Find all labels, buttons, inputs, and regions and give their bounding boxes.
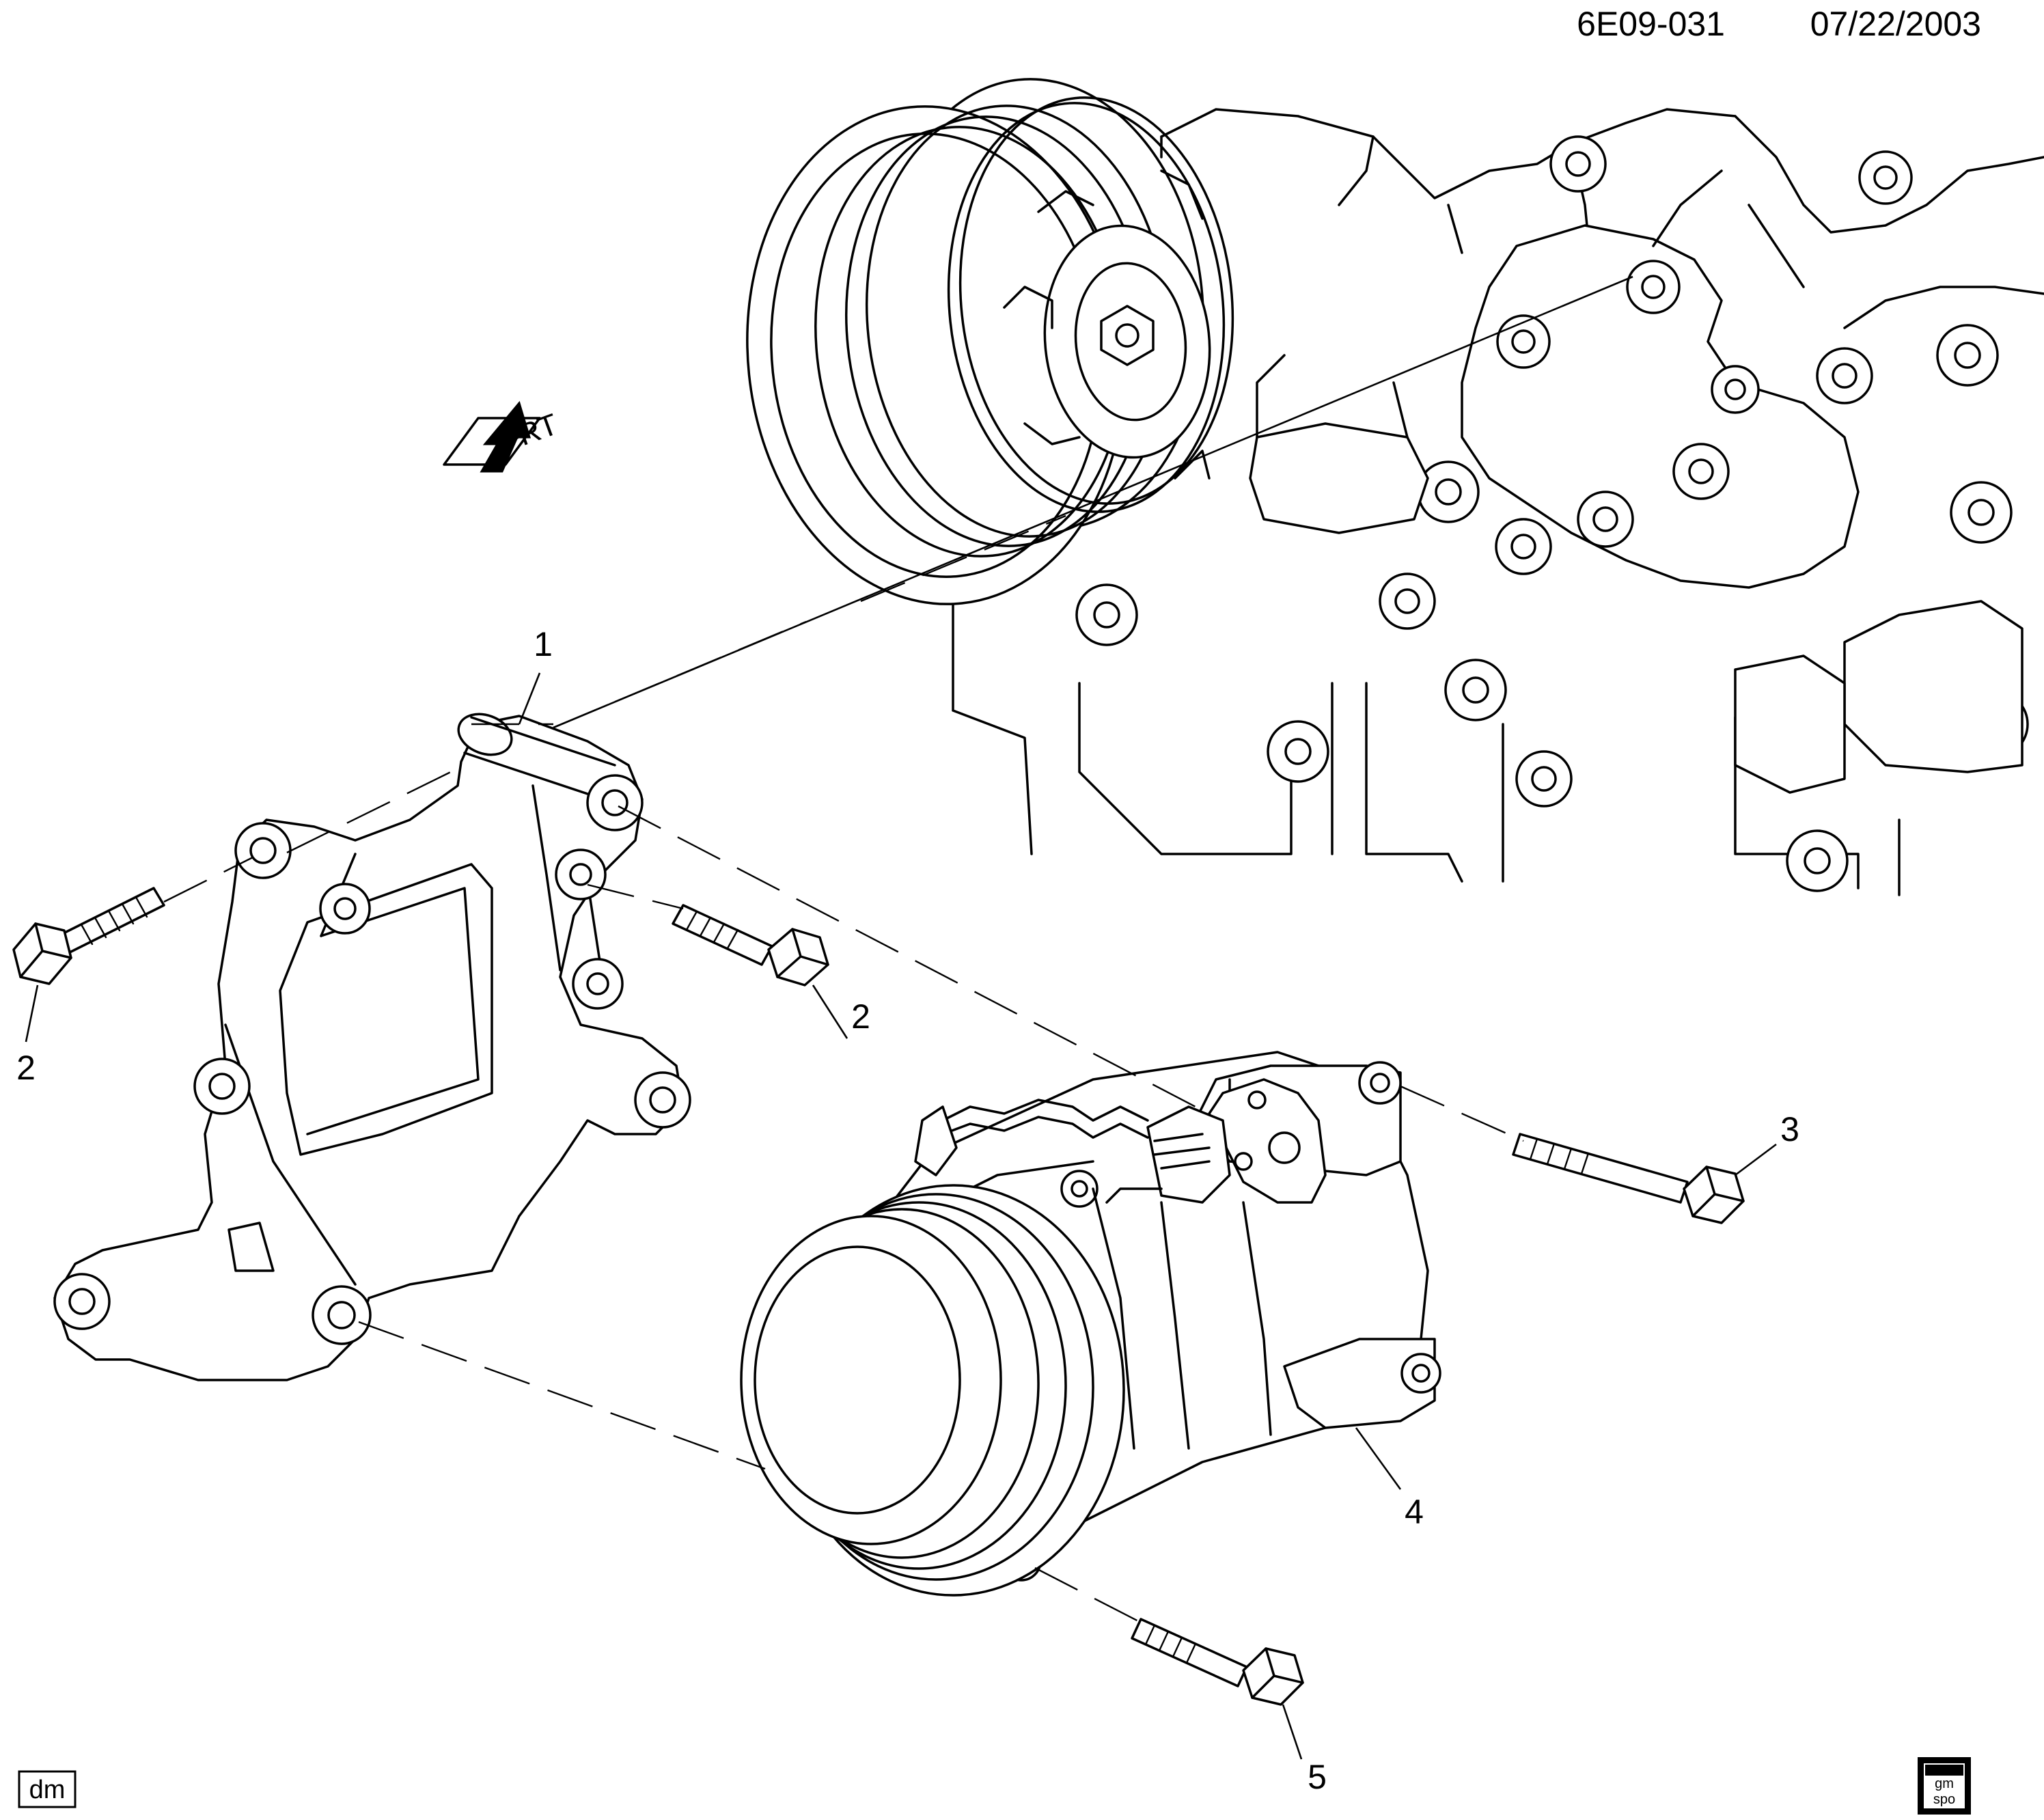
- front-arrow-icon: FRT: [443, 400, 562, 473]
- callout-1: 1: [518, 625, 553, 725]
- callout-3: 3: [1735, 1110, 1799, 1176]
- bolt-left: [12, 887, 165, 985]
- frt-label: FRT: [497, 407, 562, 458]
- callout-label: 5: [1308, 1758, 1327, 1796]
- alignment-lines: [163, 275, 1633, 1627]
- callout-label: 1: [534, 625, 553, 663]
- callout-2-left: 2: [16, 984, 39, 1087]
- callout-label: 2: [16, 1049, 36, 1087]
- bolt-5: [1131, 1618, 1304, 1706]
- ac-compressor: [740, 1051, 1441, 1597]
- bolt-middle: [672, 904, 829, 987]
- callout-4: 4: [1355, 1427, 1424, 1531]
- document-id: 6E09-031: [1577, 5, 1725, 43]
- callout-5: 5: [1282, 1704, 1327, 1796]
- svg-text:gm: gm: [1935, 1776, 1954, 1791]
- svg-text:spo: spo: [1933, 1792, 1955, 1807]
- engine-block: [952, 108, 2044, 896]
- document-date: 07/22/2003: [1810, 5, 1981, 43]
- artist-initials-box: dm: [18, 1770, 77, 1808]
- callout-label: 4: [1405, 1493, 1424, 1531]
- callout-label: 3: [1780, 1110, 1799, 1148]
- artist-initials: dm: [29, 1776, 66, 1804]
- callout-label: 2: [851, 997, 870, 1036]
- crankshaft-pulley: [746, 78, 1234, 605]
- gm-spo-logo: gm spo: [1918, 1757, 1971, 1815]
- bolt-3: [1512, 1133, 1745, 1224]
- callout-2-right: 2: [812, 984, 870, 1039]
- compressor-mounting-bracket: [53, 713, 691, 1381]
